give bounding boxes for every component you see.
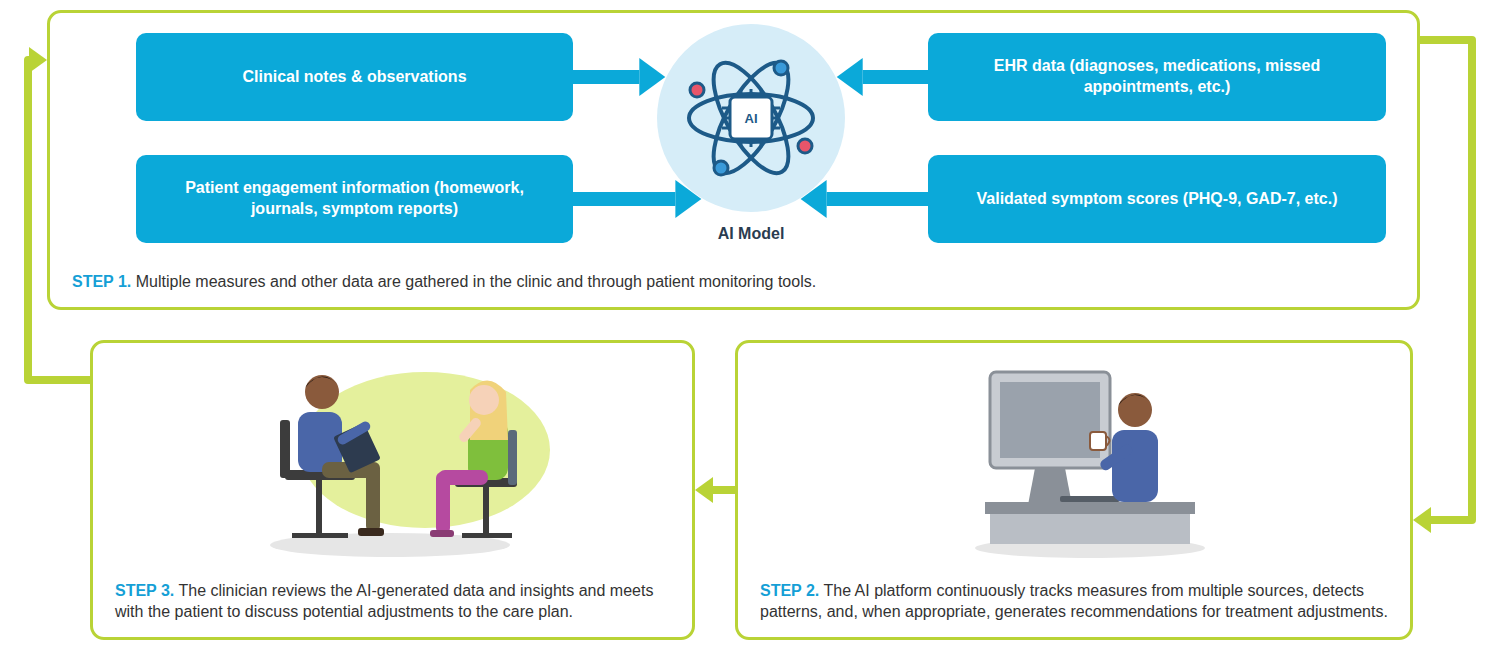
step-description: The clinician reviews the AI-generated d… (115, 582, 653, 621)
step-panel: STEP 2. The AI platform continuously tra… (735, 340, 1413, 640)
input-box: Patient engagement information (homework… (136, 155, 573, 243)
step-number: STEP 3. (115, 582, 174, 599)
input-box: Validated symptom scores (PHQ-9, GAD-7, … (928, 155, 1386, 243)
input-box: Clinical notes & observations (136, 33, 573, 121)
box-label: Validated symptom scores (PHQ-9, GAD-7, … (977, 189, 1338, 210)
input-arrow (863, 70, 928, 84)
arrowhead (1413, 507, 1431, 533)
model-label: AI Model (656, 225, 846, 243)
desk-worker-illustration (975, 372, 1205, 558)
step-panel: STEP 1. Multiple measures and other data… (47, 10, 1420, 310)
clinician-meeting-illustration (270, 372, 550, 557)
step-panel: STEP 3. The clinician reviews the AI-gen… (90, 340, 695, 640)
box-label: EHR data (diagnoses, medications, missed… (946, 56, 1368, 98)
step-number: STEP 2. (760, 582, 819, 599)
step-caption: STEP 2. The AI platform continuously tra… (760, 580, 1392, 623)
box-label: Clinical notes & observations (242, 67, 466, 88)
step-number: STEP 1. (72, 273, 131, 290)
input-arrow (827, 192, 928, 206)
cycle-arrow (713, 486, 735, 494)
input-box: EHR data (diagnoses, medications, missed… (928, 33, 1386, 121)
step-description: The AI platform continuously tracks meas… (760, 582, 1388, 621)
box-label: Patient engagement information (homework… (154, 178, 555, 220)
input-arrow (573, 192, 675, 206)
cycle-arrow (1420, 40, 1472, 520)
step-description: Multiple measures and other data are gat… (136, 273, 816, 290)
step-caption: STEP 1. Multiple measures and other data… (72, 271, 1399, 293)
arrowhead (29, 47, 47, 73)
chip-label: AI (745, 111, 758, 126)
cycle-arrow (28, 60, 90, 380)
ai-model-circle: AI AI Model (656, 23, 846, 251)
step-caption: STEP 3. The clinician reviews the AI-gen… (115, 580, 674, 623)
arrowhead (695, 477, 713, 503)
input-arrow (573, 70, 639, 84)
